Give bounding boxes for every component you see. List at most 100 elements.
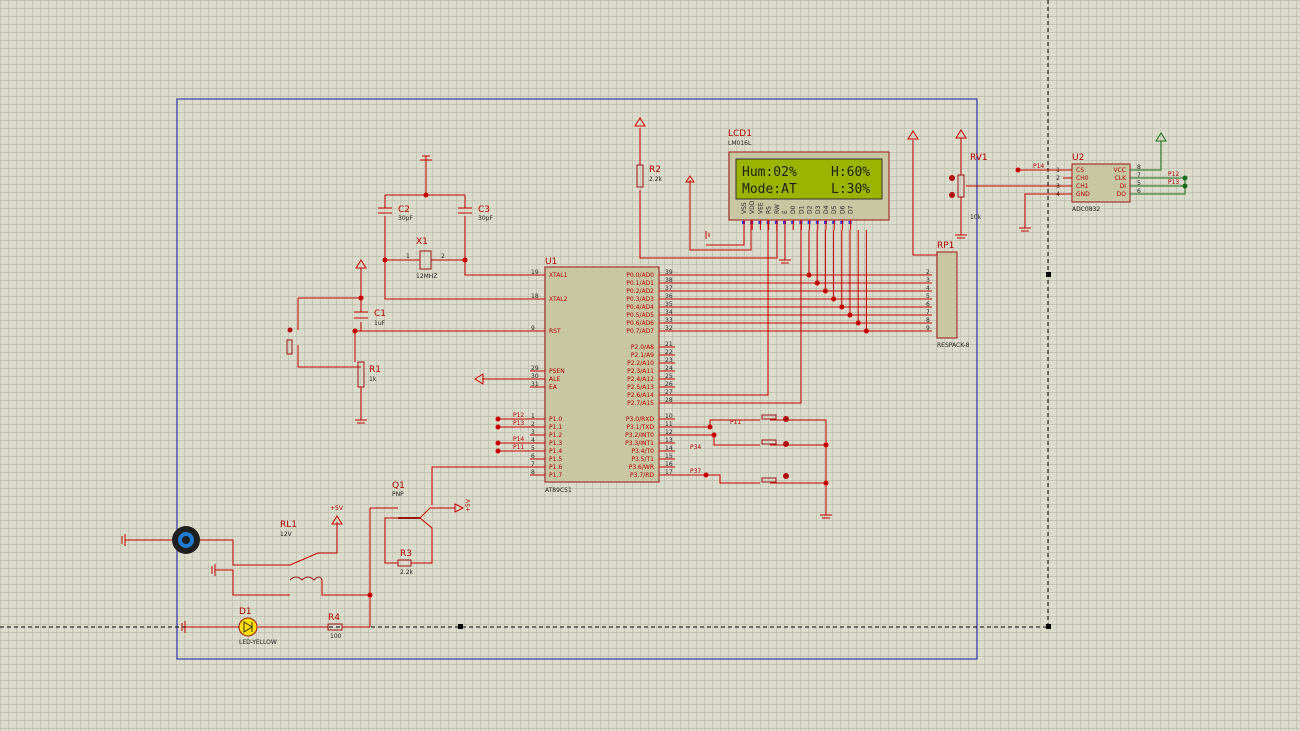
lcd-pin-label: RW [774, 204, 781, 214]
adc-clk-label: P12 [1168, 171, 1179, 178]
mcu-pin-number: 21 [665, 341, 673, 348]
lcd-pin-label: RS [766, 206, 773, 214]
mcu-pin-number: 33 [665, 317, 673, 324]
power-terminal-icon [907, 130, 919, 140]
mcu-pin-number: 26 [665, 381, 673, 388]
mcu-pin-label: P0.6/AD6 [626, 320, 654, 327]
c1-ref: C1 [374, 309, 386, 319]
rp1-ref: RP1 [937, 241, 954, 251]
r2-resistor[interactable]: R2 2.2k [634, 117, 663, 188]
mcu-pin-label: PSEN [549, 368, 565, 375]
led-circuit[interactable]: D1 LED-YELLOW R4 100 [181, 607, 370, 646]
rp1-value: RESPACK-8 [937, 342, 970, 349]
led-icon [238, 617, 258, 637]
selection-handle[interactable] [1046, 624, 1051, 629]
lcd-wires [639, 175, 802, 404]
mcu-pin-number: 11 [665, 421, 673, 428]
mcu-pin-number: 25 [665, 373, 673, 380]
mcu-pin-number: 28 [665, 397, 673, 404]
lcd-pin-label: D6 [839, 205, 846, 214]
lcd-pin-label: VSS [741, 202, 748, 214]
mcu-pin-label: P3.5/T1 [631, 456, 654, 463]
adc-pin-number: 5 [1137, 180, 1141, 187]
x1-pin2: 2 [441, 253, 445, 260]
mcu-pin-number: 24 [665, 365, 673, 372]
mcu-pin-label: P0.7/AD7 [626, 328, 654, 335]
mcu-pin-number: 12 [665, 429, 673, 436]
lcd-screen [735, 158, 883, 200]
selection-handle[interactable] [458, 624, 463, 629]
mcu-pin-number: 23 [665, 357, 673, 364]
mcu-pin-number: 15 [665, 453, 673, 460]
rv1-ref: RV1 [970, 153, 988, 163]
mcu-pin-number: 6 [531, 453, 535, 460]
rp1-pin-number: 8 [926, 317, 930, 324]
mcu-pin-number: 17 [665, 469, 673, 476]
adc-pin-label: CLK [1115, 175, 1128, 182]
rp1-pin-number: 3 [926, 277, 930, 284]
p1-label-p13: P13 [513, 420, 524, 427]
lcd-line2-left: Mode:AT [742, 182, 797, 197]
rv1-potentiometer[interactable]: RV1 10k [949, 129, 1063, 239]
adc-pin-label: CH1 [1076, 183, 1089, 190]
lcd-pin-label: D2 [807, 205, 814, 214]
relay-motor-circuit[interactable]: +5V RL1 12V [121, 505, 370, 596]
lcd-pin-label: D4 [823, 205, 830, 214]
r4-ref: R4 [328, 613, 340, 623]
mcu-pin-label: P1.1 [549, 424, 562, 431]
mcu-pin-label: P1.3 [549, 440, 562, 447]
lcd-pin-label: D0 [790, 205, 797, 214]
x1-pin1: 1 [406, 253, 410, 260]
adc-di-label: P13 [1168, 179, 1179, 186]
mcu-pin-label: P0.2/AD2 [626, 288, 654, 295]
r1-ref: R1 [369, 365, 381, 375]
mcu-pin-number: 38 [665, 277, 673, 284]
power-terminal-icon [1155, 132, 1167, 142]
mcu-pin-label: P2.4/A12 [627, 376, 654, 383]
r3-value: 2.2k [400, 569, 414, 576]
adc-pin-label: VCC [1114, 167, 1126, 174]
mcu-pin-label: P3.4/T0 [631, 448, 654, 455]
mcu-pin-label: P1.7 [549, 472, 562, 479]
mcu-pin-label: P0.5/AD5 [626, 312, 654, 319]
mcu-pin-label: P1.4 [549, 448, 562, 455]
mcu-pin-label: RST [549, 328, 561, 335]
adc-pin-number: 2 [1056, 175, 1060, 182]
d1-value: LED-YELLOW [239, 639, 277, 646]
mcu-pin-label: P3.0/RXD [626, 416, 654, 423]
mcu-component[interactable]: U1 AT89C51 XTAL119XTAL218RST9PSEN29ALE30… [530, 257, 675, 494]
p0-data-bus [675, 230, 932, 334]
mcu-pin-label: P2.3/A11 [627, 368, 654, 375]
adc-cs-label: P14 [1033, 163, 1044, 170]
mcu-pin-number: 13 [665, 437, 673, 444]
adc-pin-number: 6 [1137, 188, 1141, 195]
power-terminal-icon [955, 129, 967, 139]
c3-value: 30pF [478, 215, 493, 222]
mcu-pin-label: P3.3/INT1 [625, 440, 654, 447]
adc-pin-number: 7 [1137, 172, 1141, 179]
mcu-pin-label: P0.1/AD1 [626, 280, 654, 287]
q1-transistor[interactable]: Q1 PNP +5V R3 2.2k [367, 466, 541, 627]
c3-ref: C3 [478, 205, 490, 215]
mcu-pin-label: ALE [549, 376, 560, 383]
keypad-switches[interactable]: P11 P34 P37 [660, 414, 832, 519]
adc-pin-number: 8 [1137, 164, 1141, 171]
lcd-pin-label: E [782, 210, 789, 214]
mcu-pin-number: 16 [665, 461, 673, 468]
lcd-component[interactable]: LCD1 LM016L Hum:02% H:60% Mode:AT L:30% … [728, 129, 890, 230]
mcu-pin-label: P3.2/INT0 [625, 432, 654, 439]
mcu-pin-label: P1.0 [549, 416, 562, 423]
mcu-pin-label: XTAL1 [549, 272, 568, 279]
mcu-pin-number: 10 [665, 413, 673, 420]
rl1-ref: RL1 [280, 520, 297, 530]
adc-pin-label: CH0 [1076, 175, 1089, 182]
mcu-pin-label: XTAL2 [549, 296, 568, 303]
oscillator-circuit: C2 30pF C3 30pF X1 1 2 12MHZ [378, 155, 540, 300]
mcu-pin-number: 39 [665, 269, 673, 276]
p1-label-p14: P14 [513, 436, 524, 443]
selection-handle[interactable] [1046, 272, 1051, 277]
relay-vcc-label: +5V [330, 505, 344, 512]
